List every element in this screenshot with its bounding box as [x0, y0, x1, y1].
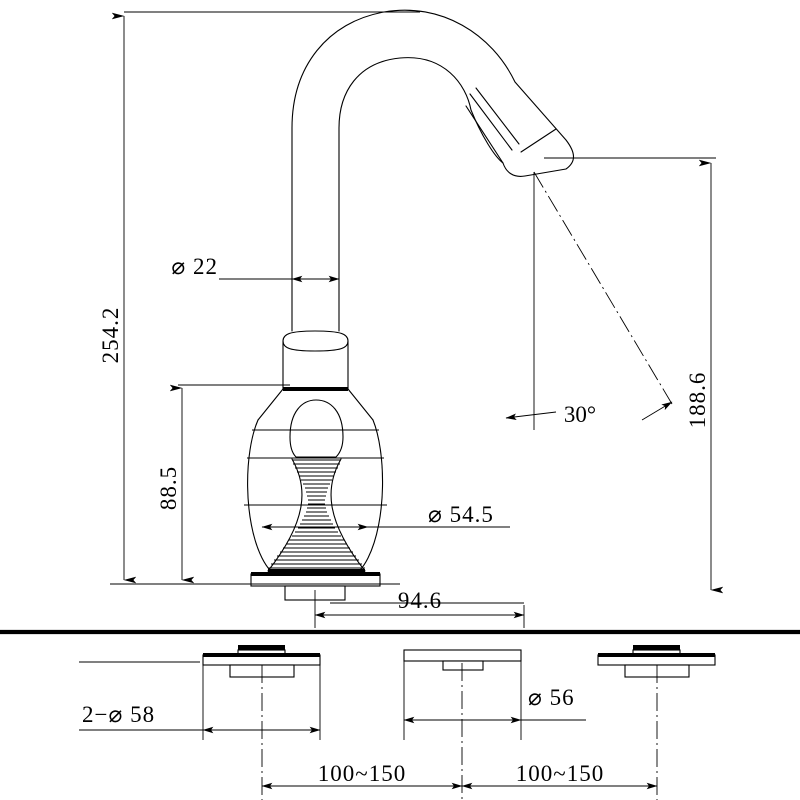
dimension-body-diameter: ⌀ 54.5: [261, 502, 510, 531]
dim-text-overall-height: 254.2: [98, 307, 123, 364]
dim-text-spout-diameter: ⌀ 22: [171, 254, 218, 279]
dim-text-spacing-right: 100~150: [516, 761, 604, 786]
spout-collar: [282, 330, 349, 391]
handle-flutes: [268, 459, 365, 569]
dimension-spacing-right: 100~150: [461, 761, 658, 790]
gooseneck-spout: [291, 9, 575, 332]
faucet-handle: [267, 399, 366, 574]
dimension-handle-hole-diameter: 2−⌀ 58: [79, 661, 321, 740]
dimension-spout-hole-diameter: ⌀ 56: [403, 658, 586, 740]
dim-text-spout-reach: 94.6: [398, 588, 442, 613]
left-escutcheon: [202, 645, 321, 800]
center-escutcheon: [403, 649, 522, 800]
dimension-outlet-height: 188.6: [544, 157, 724, 594]
dimension-spacing-left: 100~150: [261, 761, 463, 790]
dim-text-spacing-left: 100~150: [318, 761, 406, 786]
right-escutcheon: [597, 645, 716, 800]
dim-text-body-diameter: ⌀ 54.5: [428, 502, 494, 527]
dimension-spout-reach: 94.6: [314, 588, 525, 628]
dim-text-handle-hole-diameter: 2−⌀ 58: [82, 702, 155, 727]
dimension-spout-diameter: ⌀ 22: [171, 254, 340, 283]
dimension-overall-height: 254.2: [98, 11, 420, 585]
dim-text-spray-angle: 30°: [564, 402, 596, 427]
dim-text-spout-hole-diameter: ⌀ 56: [528, 685, 575, 710]
dim-text-handle-height: 88.5: [156, 466, 181, 510]
dimension-spray-angle: 30°: [505, 171, 673, 430]
base-flange: [250, 572, 381, 601]
dim-text-outlet-height-value: 188.6: [685, 372, 710, 429]
dimension-handle-height: 88.5: [156, 384, 290, 584]
